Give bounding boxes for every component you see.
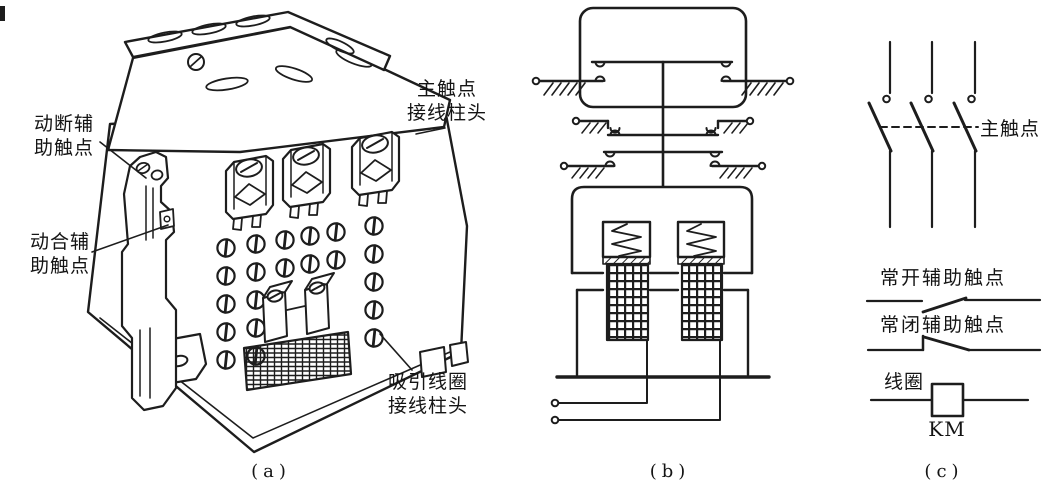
contactor-appearance-drawing [0,6,469,454]
label-coil-terminal-line2: 接线柱头 [387,395,468,417]
leader-line-main-terminal [415,127,446,135]
contactor-symbols [865,40,1042,418]
label-coil-symbol: 线圈 [883,371,924,393]
main-fixed-contacts [531,75,795,96]
coil-lead-wires [550,339,721,425]
label-main-contact-terminal: 主触点 接线柱头 [394,77,500,125]
cover-screw-icon [187,53,205,71]
scan-edge-mark [0,6,5,21]
main-contact-symbols [867,40,979,229]
label-nc-aux-line1: 动断辅 [33,113,94,135]
label-main-terminal-line1: 主触点 [416,78,477,100]
coil-symbol [869,382,1030,418]
caption-c: (c) [924,461,964,482]
caption-b: (b) [649,461,691,482]
leader-line-nc-aux [99,141,147,179]
no-aux-symbol [865,296,1042,314]
label-no-aux-symbol: 常开辅助触点 [879,267,1006,289]
leader-line-no-aux [91,224,169,253]
contactor-structure-schematic [531,6,795,425]
coil-terminal-posts [262,272,335,343]
label-nc-aux-symbol: 常闭辅助触点 [879,314,1006,336]
aux-contact-bracket [120,150,178,412]
label-coil-designation: KM [928,417,966,441]
magnet-coils [605,262,724,342]
nc-aux-symbol [866,334,1042,352]
label-nc-aux-line2: 助触点 [33,137,94,159]
no-aux-contact-row [559,150,767,179]
label-nc-aux-contact: 动断辅 助触点 [26,112,102,160]
armature [570,185,754,275]
label-no-aux-line1: 动合辅 [29,231,90,253]
label-no-aux-contact: 动合辅 助触点 [22,230,98,278]
iron-core [555,288,771,379]
mounting-strip [123,10,392,72]
caption-a: (a) [251,461,291,482]
return-springs [601,220,726,265]
label-main-terminal-line2: 接线柱头 [406,102,487,124]
label-no-aux-line2: 助触点 [29,255,90,277]
ventilation-grille [242,330,353,392]
nc-aux-contact-row [571,116,755,137]
label-coil-terminal-line1: 吸引线圈 [387,371,468,393]
leader-line-coil-terminal [379,333,413,371]
label-main-contact-symbol: 主触点 [980,118,1041,140]
label-coil-terminal: 吸引线圈 接线柱头 [378,370,478,418]
